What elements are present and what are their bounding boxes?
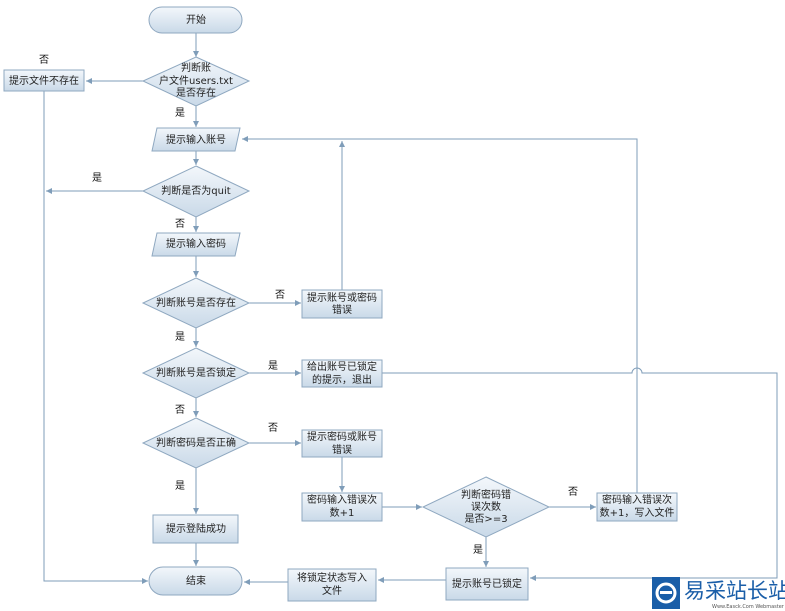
label-no: 否 <box>175 404 185 416</box>
label-yes: 是 <box>175 480 185 492</box>
svg-text:文件: 文件 <box>322 584 342 597</box>
svg-text:错误: 错误 <box>332 443 352 456</box>
svg-text:户文件users.txt: 户文件users.txt <box>159 74 233 87</box>
svg-text:数+1: 数+1 <box>330 506 355 519</box>
label-no: 否 <box>568 486 578 498</box>
svg-text:是否>=3: 是否>=3 <box>464 513 507 525</box>
decision-file-exists: 判断账 户文件users.txt 是否存在 <box>141 56 251 107</box>
process-locked-exit: 给出账号已锁定 的提示，退出 <box>301 359 383 388</box>
svg-text:提示文件不存在: 提示文件不存在 <box>9 74 79 87</box>
svg-text:判断密码错: 判断密码错 <box>461 488 511 501</box>
svg-text:结束: 结束 <box>186 574 206 587</box>
decision-account-locked: 判断账号是否锁定 <box>141 347 251 399</box>
process-error-count-inc: 密码输入错误次 数+1 <box>301 492 383 522</box>
label-yes: 是 <box>92 172 102 184</box>
svg-text:判断账: 判断账 <box>181 61 211 74</box>
edge-labels: 否 是 是 否 否 是 是 否 否 是 否 是 <box>39 54 578 556</box>
svg-text:提示登陆成功: 提示登陆成功 <box>166 522 226 535</box>
svg-text:提示密码或账号: 提示密码或账号 <box>307 430 377 443</box>
label-yes: 是 <box>175 107 185 119</box>
svg-text:判断账号是否锁定: 判断账号是否锁定 <box>156 366 236 379</box>
decision-quit: 判断是否为quit <box>141 165 251 218</box>
process-account-or-pwd-error-2: 提示密码或账号 错误 <box>301 429 383 458</box>
decision-error-count: 判断密码错 误次数 是否>=3 <box>421 476 551 538</box>
label-no: 否 <box>268 422 278 434</box>
svg-text:密码输入错误次: 密码输入错误次 <box>602 493 672 506</box>
label-no: 否 <box>39 54 49 66</box>
svg-text:判断是否为quit: 判断是否为quit <box>161 184 230 197</box>
io-input-password: 提示输入密码 <box>151 232 241 257</box>
svg-text:开始: 开始 <box>186 13 206 26</box>
svg-text:提示输入密码: 提示输入密码 <box>166 237 226 250</box>
edge-lockedexit-notify <box>382 367 778 581</box>
start-terminal: 开始 <box>148 6 243 34</box>
decision-account-exists: 判断账号是否存在 <box>141 277 251 329</box>
process-account-or-pwd-error-1: 提示账号或密码 错误 <box>301 289 383 319</box>
svg-text:提示账号或密码: 提示账号或密码 <box>307 291 377 304</box>
process-login-success: 提示登陆成功 <box>152 514 239 544</box>
watermark-name: 易采站长站 <box>684 579 785 603</box>
label-no: 否 <box>175 218 185 230</box>
io-input-account: 提示输入账号 <box>151 127 241 152</box>
process-file-missing: 提示文件不存在 <box>3 69 85 92</box>
svg-text:的提示，退出: 的提示，退出 <box>312 373 372 386</box>
svg-text:误次数: 误次数 <box>471 500 501 513</box>
label-no: 否 <box>275 289 285 301</box>
svg-text:给出账号已锁定: 给出账号已锁定 <box>307 360 377 373</box>
svg-text:判断密码是否正确: 判断密码是否正确 <box>156 436 236 449</box>
watermark-sub: Www.Easck.Com Webmaster <box>712 604 785 610</box>
svg-text:错误: 错误 <box>332 303 352 316</box>
svg-text:将锁定状态写入: 将锁定状态写入 <box>297 571 367 584</box>
svg-text:提示输入账号: 提示输入账号 <box>166 133 226 146</box>
edge-write-loop <box>242 136 638 493</box>
process-write-lock: 将锁定状态写入 文件 <box>287 568 377 602</box>
svg-text:判断账号是否存在: 判断账号是否存在 <box>156 296 236 309</box>
decision-password-correct: 判断密码是否正确 <box>141 417 251 469</box>
svg-text:是否存在: 是否存在 <box>176 86 216 99</box>
process-error-count-write: 密码输入错误次 数+1，写入文件 <box>596 492 678 522</box>
svg-text:数+1，写入文件: 数+1，写入文件 <box>600 506 675 519</box>
connectors <box>43 33 778 585</box>
process-notify-locked: 提示账号已锁定 <box>445 567 529 601</box>
watermark-logo: 易采站长站 Www.Easck.Com Webmaster <box>652 577 785 610</box>
edge-left-end <box>43 91 148 584</box>
label-yes: 是 <box>268 360 278 372</box>
end-terminal: 结束 <box>148 566 243 596</box>
svg-text:提示账号已锁定: 提示账号已锁定 <box>452 577 522 590</box>
label-yes: 是 <box>175 331 185 343</box>
svg-text:密码输入错误次: 密码输入错误次 <box>307 493 377 506</box>
label-yes: 是 <box>473 544 483 556</box>
